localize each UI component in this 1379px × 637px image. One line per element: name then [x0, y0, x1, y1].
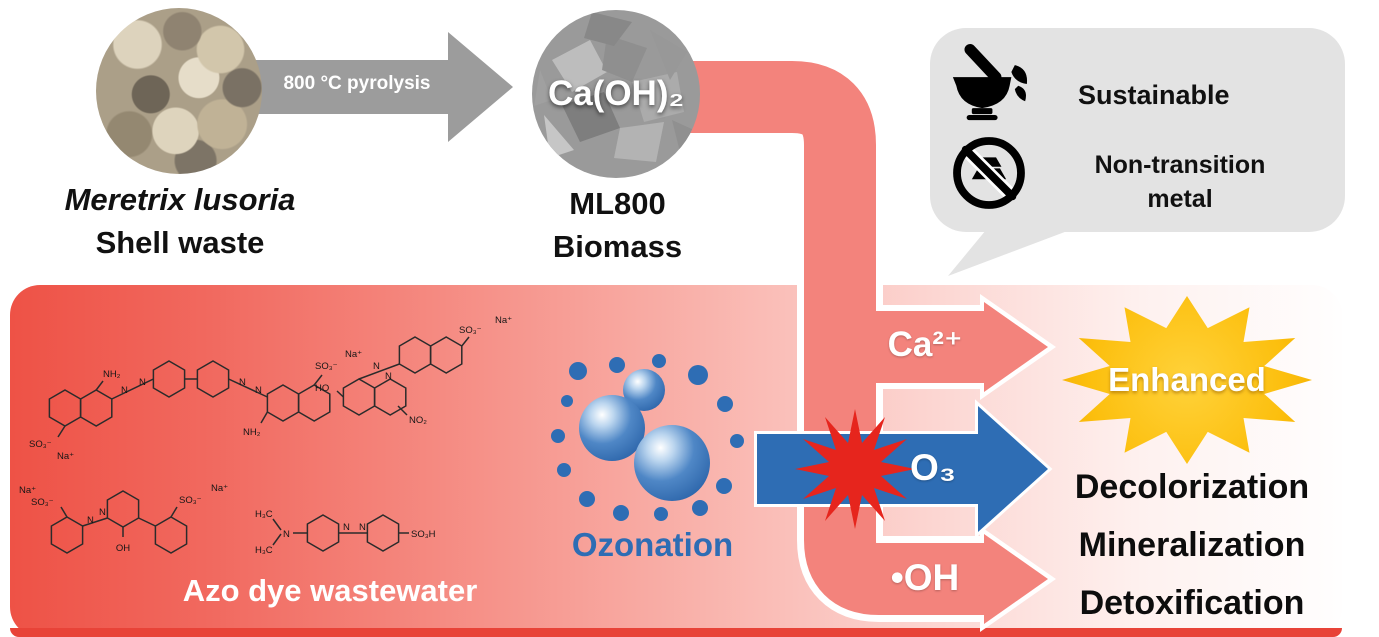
outcome-decolorization: Decolorization [1074, 468, 1310, 506]
catalyst-name-label: ML800 [569, 186, 666, 221]
chem-label: Na⁺ [495, 315, 512, 326]
hydroxyl-radical-label: •OH [890, 557, 960, 598]
chem-label: OH [116, 543, 130, 554]
chem-label: N [239, 377, 246, 388]
chem-label: N [359, 522, 366, 533]
enhanced-label: Enhanced [1108, 361, 1266, 398]
shell-waste-photo [96, 8, 262, 174]
chem-label: NH₂ [103, 369, 121, 380]
catalyst-biomass-label: Biomass [552, 229, 683, 264]
outcome-detoxification: Detoxification [1079, 584, 1305, 622]
chem-label: SO₃H [411, 529, 436, 540]
ozone-label: O₃ [910, 447, 956, 488]
chem-label: HO [315, 383, 329, 394]
chem-label: N [343, 522, 350, 533]
catalyst-caption: ML800 Biomass [505, 182, 730, 268]
chem-label: N [121, 385, 128, 396]
oh-arrowhead [984, 534, 1048, 624]
chem-label: N [255, 385, 262, 396]
dye-structure-c: SO₃⁻ Na⁺ N N OH SO₃⁻ Na⁺ [19, 483, 228, 554]
chem-label: Na⁺ [57, 451, 74, 462]
dye-structure-b: SO₃⁻ Na⁺ N N HO NO₂ [315, 315, 512, 426]
chem-label: SO₃⁻ [29, 439, 52, 450]
chem-label: N [373, 361, 380, 372]
shell-caption: Meretrix lusoria Shell waste [10, 178, 350, 264]
dye-structure-a: N N N N NH₂ SO₃⁻ Na⁺ SO₃⁻ Na⁺ NH₂ [29, 349, 362, 462]
non-transition-line1: Non-transition [1094, 151, 1266, 179]
ca-ion-label: Ca²⁺ [887, 325, 963, 364]
chem-label: SO₃⁻ [459, 325, 482, 336]
ca-arrowhead [984, 302, 1048, 392]
non-transition-line2: metal [1147, 185, 1213, 213]
chem-label: SO₃⁻ [31, 497, 54, 508]
ozone-bubbles [551, 354, 744, 521]
pyrolysis-arrow [255, 32, 513, 142]
azo-dye-structures: N N N N NH₂ SO₃⁻ Na⁺ SO₃⁻ Na⁺ NH₂ SO₃⁻ N… [19, 315, 512, 556]
chem-label: Na⁺ [19, 485, 36, 496]
outcome-mineralization: Mineralization [1078, 526, 1306, 564]
shell-waste-label: Shell waste [95, 225, 265, 260]
chem-label: Na⁺ [211, 483, 228, 494]
chem-label: SO₃⁻ [315, 361, 338, 372]
explosion-burst-icon [795, 409, 915, 529]
callout-tail [948, 230, 1070, 276]
chem-label: N [87, 515, 94, 526]
chem-label: N [139, 377, 146, 388]
chem-label: H₃C [255, 545, 273, 556]
chem-label: N [283, 529, 290, 540]
calcium-pipe [660, 61, 1048, 624]
sem-crystals [534, 12, 694, 162]
chem-label: NH₂ [243, 427, 261, 438]
catalyst-formula-label: Ca(OH)₂ [547, 74, 685, 113]
chem-label: Na⁺ [345, 349, 362, 360]
dye-structure-d: H₃C H₃C N N N SO₃H [255, 509, 436, 556]
sustainable-label: Sustainable [1078, 80, 1230, 110]
callout-bubble: Sustainable Non-transition metal [930, 28, 1345, 232]
chem-label: N [385, 371, 392, 382]
catalyst-sem-photo: Ca(OH)₂ [532, 10, 700, 178]
chem-label: N [99, 507, 106, 518]
azo-dye-caption: Azo dye wastewater [182, 573, 478, 608]
mortar-pestle-icon [952, 44, 1028, 121]
ozonation-label: Ozonation [571, 526, 734, 563]
chem-label: SO₃⁻ [179, 495, 202, 506]
chem-label: H₃C [255, 509, 273, 520]
non-transition-metal-label: Non-transition metal [1070, 148, 1290, 216]
no-metal-icon [953, 137, 1025, 209]
pyrolysis-arrow-label: 800 °C pyrolysis [283, 73, 431, 94]
chem-label: NO₂ [409, 415, 427, 426]
shell-species-name: Meretrix lusoria [64, 182, 296, 217]
